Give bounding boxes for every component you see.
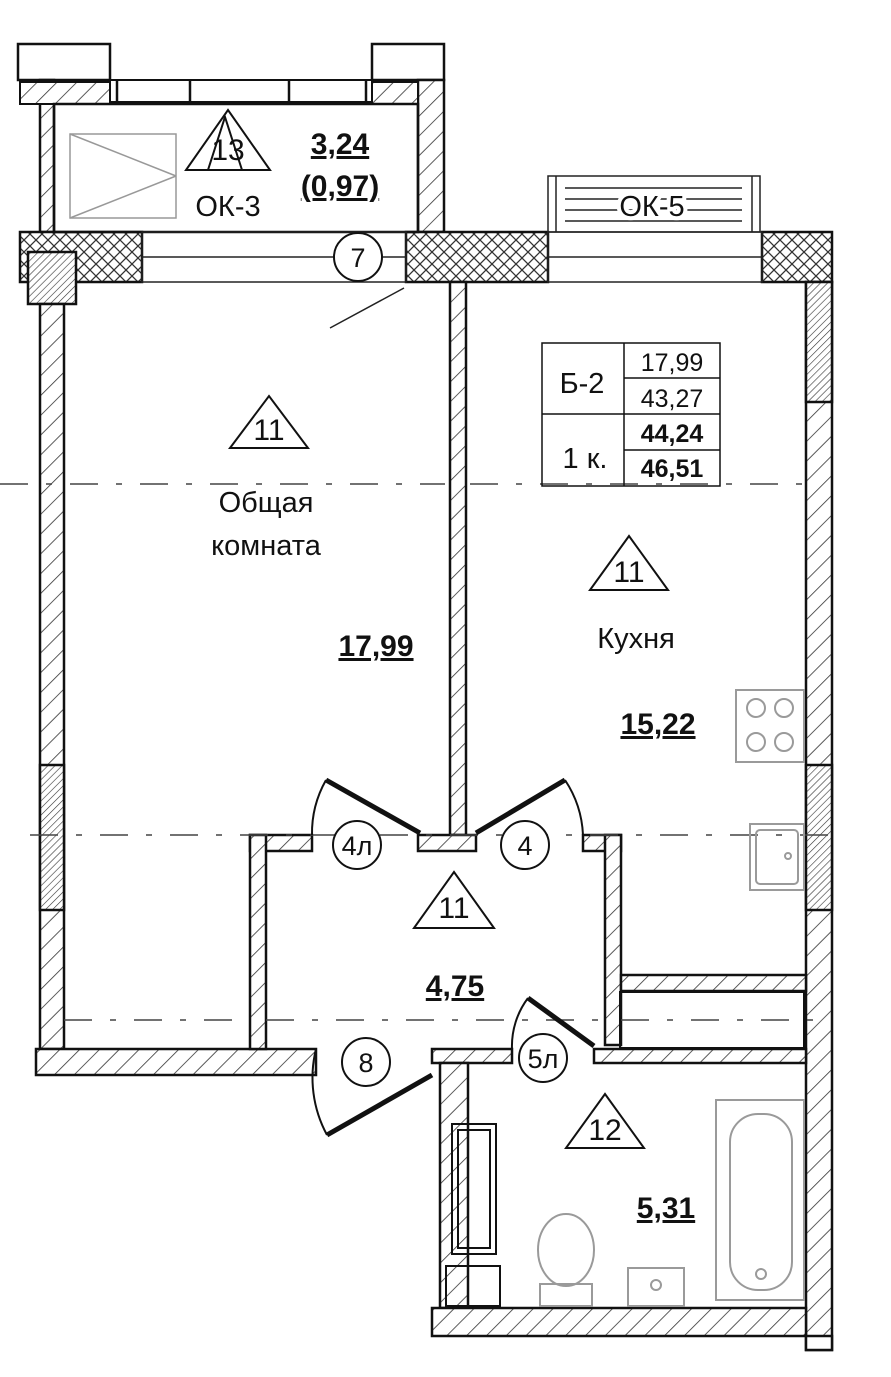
bathroom-area: 5,31 bbox=[637, 1192, 695, 1225]
kitchen-type-mark: 11 bbox=[613, 556, 644, 589]
hall-type-mark: 11 bbox=[438, 892, 469, 925]
hall-area: 4,75 bbox=[426, 970, 484, 1003]
apartment-rooms: 1 к. bbox=[563, 443, 608, 475]
kitchen-area: 15,22 bbox=[620, 708, 695, 741]
area-with-loggia-reduced-value: 44,24 bbox=[641, 420, 704, 448]
counter bbox=[619, 991, 805, 1049]
kitchen-window-label: ОК-5 bbox=[619, 191, 684, 223]
loggia-area: 3,24 bbox=[311, 128, 370, 161]
kitchen-name: Кухня bbox=[597, 623, 675, 655]
washbasin bbox=[627, 1267, 685, 1307]
loggia-rail bbox=[115, 80, 368, 102]
toilet bbox=[537, 1213, 595, 1287]
stove bbox=[735, 689, 805, 763]
area-with-loggia-value: 46,51 bbox=[641, 455, 704, 483]
loggia-window-label: ОК-3 bbox=[195, 191, 260, 223]
kitchen-fixtures bbox=[619, 689, 805, 1049]
walls bbox=[16, 42, 834, 1352]
living-name-line1: Общая bbox=[219, 487, 314, 519]
door-living-number: 4л bbox=[342, 831, 373, 861]
kitchen-sink bbox=[749, 823, 805, 891]
door-balcony-number: 7 bbox=[350, 243, 365, 273]
apartment-code: Б-2 bbox=[560, 368, 605, 400]
loggia-area-reduced: (0,97) bbox=[301, 170, 379, 203]
loggia-storage-box bbox=[69, 133, 177, 219]
type-mark-triangles bbox=[184, 108, 670, 1149]
bathroom-fixtures bbox=[445, 1099, 805, 1307]
bath-closet bbox=[451, 1123, 497, 1255]
door-bathroom-number: 5л bbox=[528, 1044, 559, 1074]
kitchen-window-frame bbox=[547, 175, 763, 283]
total-area-value: 43,27 bbox=[641, 385, 704, 413]
doors bbox=[310, 777, 596, 1138]
door-kitchen-number: 4 bbox=[517, 831, 532, 861]
door-entrance-number: 8 bbox=[358, 1048, 373, 1078]
loggia-type-mark: 13 bbox=[211, 134, 244, 167]
grid-axes bbox=[0, 483, 845, 1021]
bathroom-type-mark: 12 bbox=[588, 1114, 621, 1147]
bathtub bbox=[715, 1099, 805, 1301]
living-area-value: 17,99 bbox=[641, 349, 704, 377]
living-area: 17,99 bbox=[338, 630, 413, 663]
door-circles bbox=[332, 232, 568, 1087]
living-name-line2: комната bbox=[211, 530, 322, 562]
area-table bbox=[541, 342, 721, 487]
living-type-mark: 11 bbox=[253, 414, 284, 447]
